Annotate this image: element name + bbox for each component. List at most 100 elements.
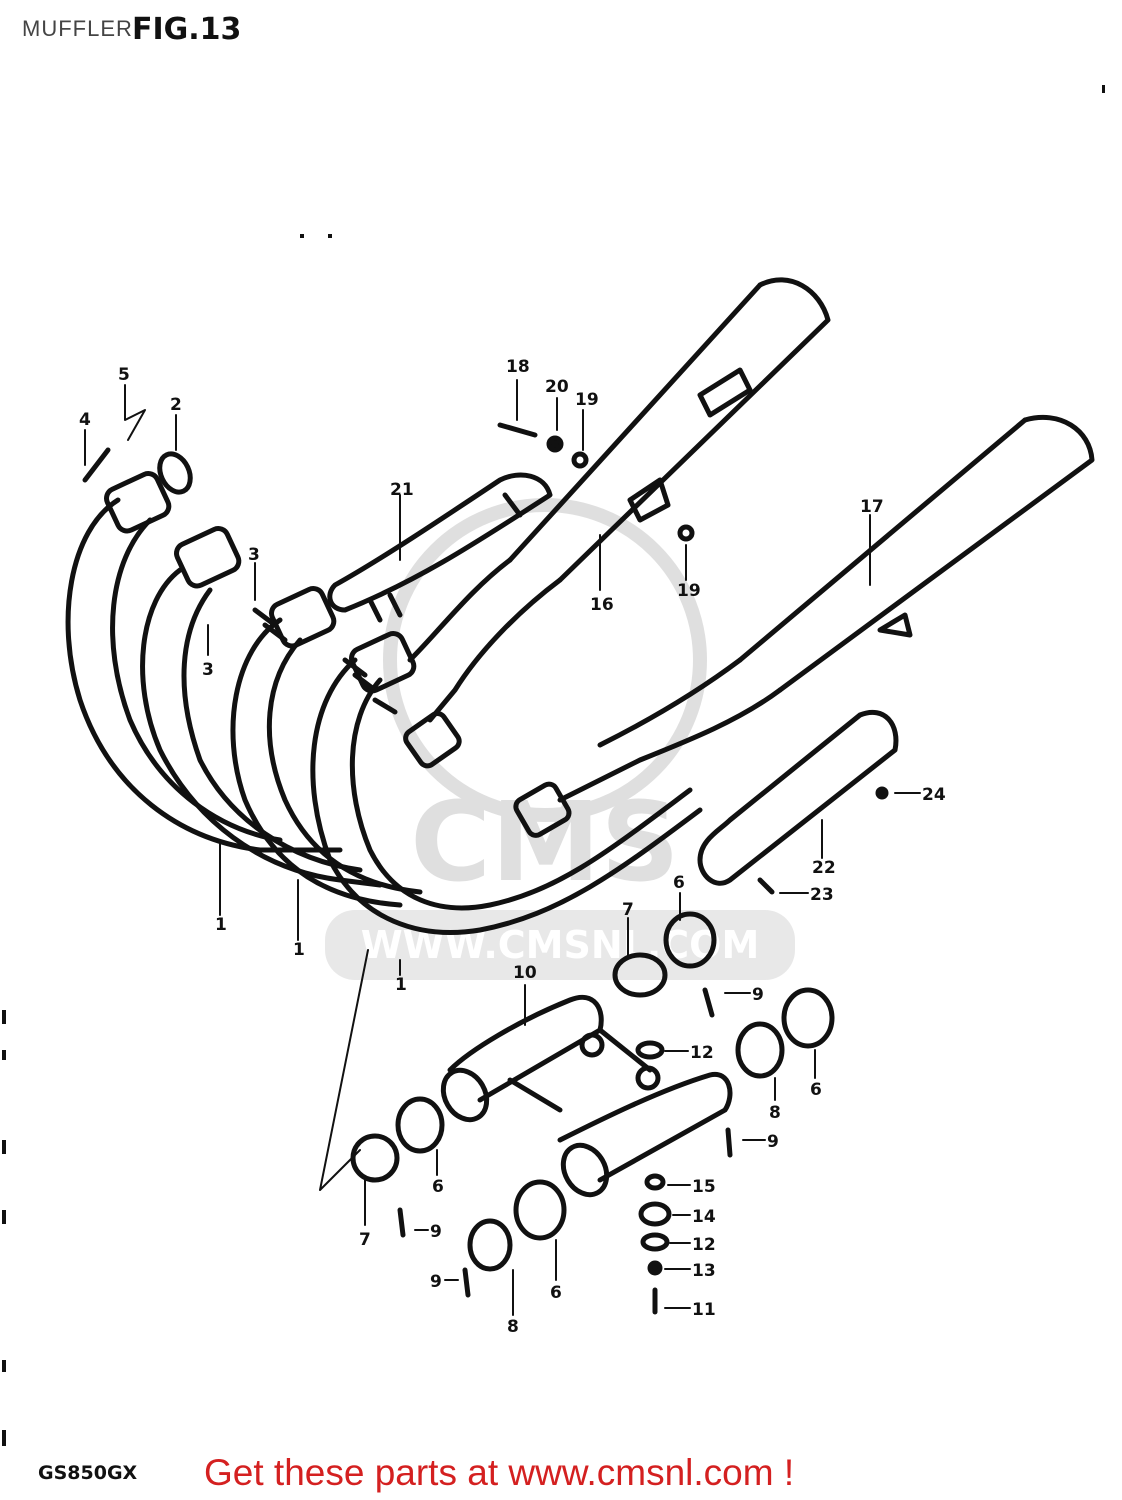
callout-8: 8 [507,1317,519,1337]
balancer-mount-1 [579,1032,605,1058]
callout-6: 6 [673,873,685,893]
heat-shield [327,472,553,613]
flange-2 [174,526,242,589]
callout-4: 4 [79,410,91,430]
bolt-18 [497,422,538,438]
exhaust-pipe-1-inner [110,517,283,843]
nut-20 [546,435,564,453]
bolt [82,447,111,483]
callout-22: 22 [812,858,836,878]
heat-shield-tabs [367,492,523,623]
callout-9: 9 [430,1222,442,1242]
flange-1 [104,471,172,534]
muffler-right-body [557,657,783,803]
callout-7: 7 [622,900,634,920]
callout-8: 8 [769,1103,781,1123]
callout-9: 9 [430,1272,442,1292]
figure-label: FIG.13 [132,12,242,47]
bolt-9a [702,987,715,1018]
screw-23 [757,877,775,895]
callout-9: 9 [752,985,764,1005]
watermark: CMS WWW.CMSNL.COM [325,498,795,980]
callout-6: 6 [432,1177,444,1197]
bolt-9d [462,1267,471,1298]
exhaust-pipe-1 [65,497,343,853]
exhaust-pipe-2-inner [181,587,363,873]
gasket [157,451,193,495]
model-code: GS850GX [38,1462,138,1484]
balancer-mount-2 [635,1065,661,1091]
callout-24: 24 [922,785,946,805]
callout-7: 7 [359,1230,371,1250]
leader-lines [84,379,921,1316]
exhaust-pipe-4 [310,657,703,935]
clamp-8a [735,1021,785,1079]
screw-24 [875,786,889,800]
scan-edge-marks [2,85,1105,1446]
parts-link[interactable]: Get these parts at www.cmsnl.com ! [204,1452,795,1493]
exhaust-pipe-4-inner [349,677,693,911]
callout-9: 9 [767,1132,779,1152]
exhaust-pipe-2 [140,567,383,888]
balancer-body-lower [557,1071,733,1183]
balancer-end-1 [440,1067,490,1123]
callout-17: 17 [860,497,884,517]
callout-19: 19 [677,581,701,601]
muffler-left-upper [557,277,831,583]
callout-16: 16 [590,595,614,615]
callout-12: 12 [690,1043,714,1063]
callout-11: 11 [692,1300,716,1320]
callout-15: 15 [692,1177,716,1197]
exhaust-system-drawing [65,277,1095,1316]
callout-labels: 1 1 1 2 3 3 4 5 6 6 6 6 7 7 8 8 9 9 9 9 … [79,357,946,1337]
exhaust-pipe-3 [230,617,403,908]
clamp-8b [467,1218,513,1272]
callout-1: 1 [395,975,407,995]
connector-sleeve-3 [395,1096,445,1154]
washer-13 [647,1260,663,1276]
callout-13: 13 [692,1261,716,1281]
callout-6: 6 [550,1283,562,1303]
clamp-7a [612,952,668,998]
bolt-9b [725,1127,733,1158]
connector-sleeve-1 [663,911,717,969]
bolt-9c [397,1207,406,1238]
washer-12b [640,1232,670,1252]
cushion-14 [638,1201,672,1227]
muffler-right-upper [777,414,1095,693]
cover-pipe [697,710,899,886]
balancer-body-upper [447,994,604,1103]
callout-3: 3 [202,660,214,680]
page-title: MUFFLER [22,16,133,41]
flange-4 [349,631,417,694]
callout-5: 5 [118,365,130,385]
callout-23: 23 [810,885,834,905]
connector-sleeve-2 [781,987,835,1049]
muffler-left-body [407,557,563,723]
callout-1: 1 [293,940,305,960]
callout-3: 3 [248,545,260,565]
callout-20: 20 [545,377,569,397]
nut-15 [644,1173,666,1191]
watermark-logo-circle [383,498,707,822]
exhaust-pipe-3-inner [266,637,423,895]
callout-10: 10 [513,963,537,983]
flange-3 [269,586,337,649]
balancer-body-cross [507,1027,653,1113]
callout-2: 2 [170,395,182,415]
muffler-right-bracket [877,612,913,638]
washer-19b [677,524,695,542]
washer-19a [571,451,589,469]
muffler-left-bracket [627,367,753,523]
callout-18: 18 [506,357,530,377]
callout-14: 14 [692,1207,716,1227]
callout-12: 12 [692,1235,716,1255]
muffler-right-end-pipe [513,781,572,838]
washer-12a [635,1040,665,1060]
flange-studs [252,607,398,715]
callout-19: 19 [575,390,599,410]
callout-1: 1 [215,915,227,935]
callout-21: 21 [390,480,414,500]
muffler-right-lower [737,417,1028,663]
